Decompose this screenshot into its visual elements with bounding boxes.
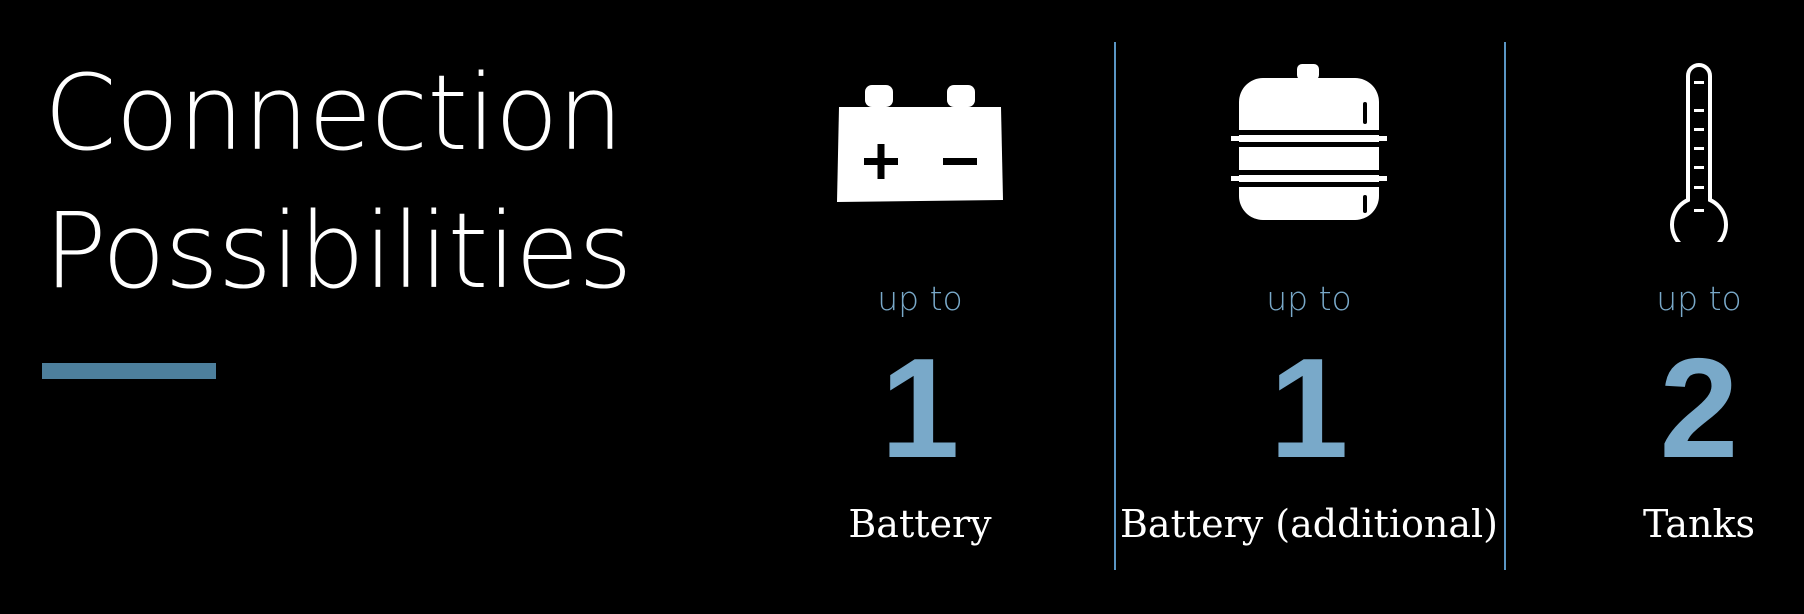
- feature-tanks: up to 2 Tanks: [1504, 0, 1804, 614]
- feature-label: Tanks: [1642, 502, 1756, 546]
- feature-count: 2: [1659, 329, 1739, 488]
- column-divider: [1114, 42, 1116, 570]
- thermometer-icon: [1504, 52, 1804, 242]
- car-battery-icon: [725, 52, 1115, 242]
- feature-prefix: up to: [1266, 279, 1352, 318]
- feature-prefix: up to: [1656, 279, 1742, 318]
- feature-label: Battery: [848, 502, 992, 546]
- page-title: Connection Possibilities: [44, 44, 684, 320]
- feature-prefix: up to: [877, 279, 963, 318]
- column-divider: [1504, 42, 1506, 570]
- feature-battery: up to 1 Battery: [725, 0, 1115, 614]
- feature-battery-additional: up to 1 Battery (additional): [1114, 0, 1504, 614]
- feature-count: 1: [880, 329, 960, 488]
- feature-count: 1: [1269, 329, 1349, 488]
- auxiliary-battery-icon: [1114, 52, 1504, 242]
- feature-label: Battery (additional): [1119, 502, 1498, 546]
- title-line-1: Connection: [44, 52, 623, 174]
- title-accent-bar: [42, 363, 216, 379]
- title-line-2: Possibilities: [44, 190, 632, 312]
